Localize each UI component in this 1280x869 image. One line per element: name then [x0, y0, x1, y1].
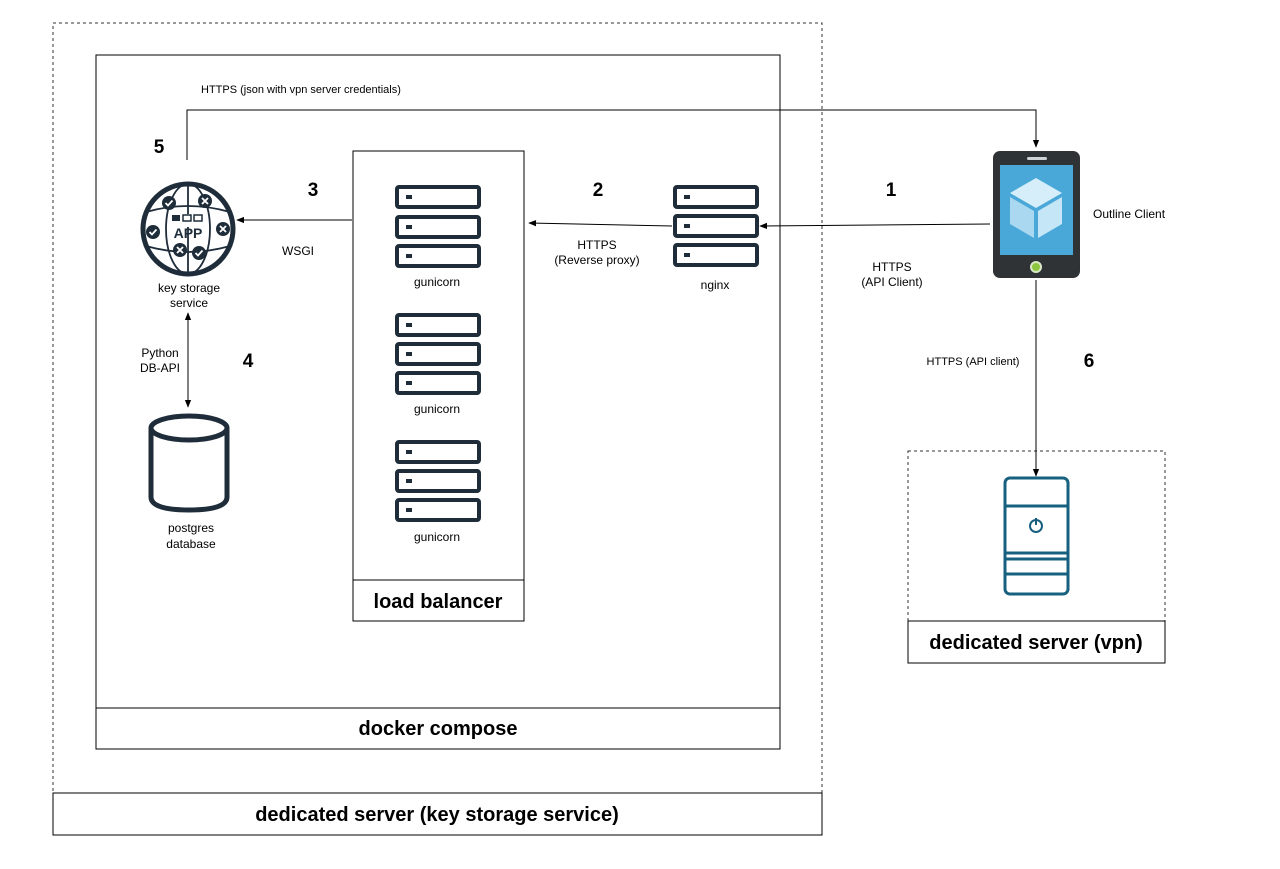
step-number-6: 6	[1084, 351, 1095, 372]
edge-label-wsgi: WSGI	[282, 244, 314, 258]
dedicated-server-key-storage-container: dedicated server (key storage service)	[52, 22, 823, 836]
nginx-node: nginx	[673, 185, 759, 292]
edge-nginx-to-load-balancer: HTTPS (Reverse proxy)	[528, 219, 673, 267]
load-balancer-container: load balancer	[352, 150, 525, 622]
edge-label-https-api-line2: (API Client)	[861, 275, 922, 289]
cube-icon	[1010, 178, 1062, 238]
vpn-server-tower-icon	[1003, 476, 1070, 596]
edge-app-to-database: Python DB-API	[140, 312, 192, 408]
step-number-1: 1	[886, 180, 897, 201]
step-number-4: 4	[243, 351, 254, 372]
dedicated-server-vpn-title: dedicated server (vpn)	[929, 632, 1142, 654]
outline-client-node: Outline Client	[993, 151, 1166, 278]
edge-label-https-reverse-line2: (Reverse proxy)	[554, 253, 639, 267]
edge-label-https-api-client: HTTPS (API client)	[927, 356, 1020, 368]
server-rack-icon	[673, 185, 759, 267]
gunicorn-label: gunicorn	[414, 402, 460, 416]
edge-label-python-line2: DB-API	[140, 361, 180, 375]
postgres-label-line2: database	[166, 537, 216, 551]
step-number-5: 5	[154, 137, 165, 158]
edge-client-to-vpn: HTTPS (API client)	[927, 280, 1040, 477]
server-rack-icon	[395, 313, 481, 395]
docker-compose-container: docker compose	[95, 54, 781, 750]
gunicorn-node-1: gunicorn	[395, 185, 481, 289]
edge-client-to-nginx: HTTPS (API Client)	[759, 222, 991, 289]
key-storage-label-line2: service	[170, 296, 208, 310]
gunicorn-node-3: gunicorn	[395, 440, 481, 544]
nginx-label: nginx	[701, 278, 730, 292]
dedicated-server-vpn-container: dedicated server (vpn)	[907, 450, 1166, 664]
edge-load-balancer-to-app: WSGI	[236, 216, 352, 258]
outline-client-label: Outline Client	[1093, 207, 1166, 221]
gunicorn-label: gunicorn	[414, 275, 460, 289]
database-cylinder-icon	[148, 413, 230, 513]
edge-label-python-line1: Python	[141, 346, 178, 360]
app-icon-text: APP	[174, 225, 203, 241]
edge-https-json-credentials: HTTPS (json with vpn server credentials)	[186, 84, 1040, 160]
mobile-phone-icon	[993, 151, 1080, 278]
postgres-database-node: postgres database	[148, 413, 230, 551]
edge-label-https-api-line1: HTTPS	[872, 260, 911, 274]
dedicated-server-key-storage-title: dedicated server (key storage service)	[255, 804, 619, 826]
step-number-2: 2	[593, 180, 604, 201]
key-storage-label-line1: key storage	[158, 281, 220, 295]
server-rack-icon	[395, 185, 481, 268]
edge-label-https-json: HTTPS (json with vpn server credentials)	[201, 84, 401, 96]
postgres-label-line1: postgres	[168, 521, 214, 535]
step-number-3: 3	[308, 180, 319, 201]
key-storage-service-node: APP key storage service	[140, 181, 236, 310]
load-balancer-title: load balancer	[374, 591, 503, 613]
gunicorn-label: gunicorn	[414, 530, 460, 544]
app-globe-icon: APP	[140, 181, 236, 277]
docker-compose-title: docker compose	[359, 718, 518, 740]
server-rack-icon	[395, 440, 481, 522]
vpn-server-node	[1003, 476, 1070, 596]
edge-label-https-reverse-line1: HTTPS	[577, 238, 616, 252]
gunicorn-node-2: gunicorn	[395, 313, 481, 416]
